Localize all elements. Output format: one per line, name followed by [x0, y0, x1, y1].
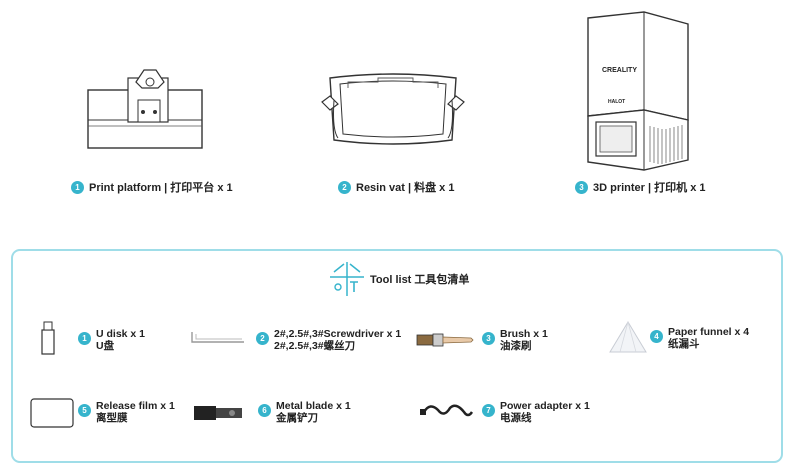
caption-label: Print platform | 打印平台 x 1: [89, 182, 233, 194]
tool-name-en: U disk x 1: [96, 328, 146, 340]
tool-name-cn: U盘: [96, 340, 115, 352]
number-badge: 6: [258, 404, 271, 417]
number-badge: 1: [78, 332, 91, 345]
caption-resin-vat: 2 Resin vat | 料盘 x 1: [338, 179, 454, 195]
paper-funnel-illustration: [609, 321, 647, 353]
number-badge: 2: [256, 332, 269, 345]
number-badge: 5: [78, 404, 91, 417]
tool-name-cn: 金属铲刀: [276, 412, 318, 424]
tool-name-en: Release film x 1: [96, 400, 175, 412]
printer-brand-text: CREALITY: [602, 67, 637, 74]
tool-item-paper-funnel: 4 Paper funnel x 4 纸漏斗: [650, 326, 749, 350]
resin-vat-illustration: [321, 73, 465, 145]
tool-item-u-disk: 1 U disk x 1 U盘: [78, 328, 145, 352]
u-disk-illustration: [41, 321, 55, 355]
3d-printer-illustration: CREALITY HALOT: [587, 11, 689, 171]
release-film-illustration: [30, 398, 74, 428]
caption-label: Resin vat | 料盘 x 1: [356, 182, 455, 194]
print-platform-illustration: [87, 69, 203, 149]
tool-item-brush: 3 Brush x 1 油漆刷: [482, 328, 548, 352]
tool-list-box: [11, 249, 783, 463]
tool-item-release-film: 5 Release film x 1 离型膜: [78, 400, 175, 424]
caption-label: 3D printer | 打印机 x 1: [593, 182, 706, 194]
number-badge: 7: [482, 404, 495, 417]
printer-model-text: HALOT: [608, 99, 625, 105]
tool-item-screwdriver: 2 2#,2.5#,3#Screwdriver x 1 2#,2.5#,3#螺丝…: [256, 328, 401, 352]
tool-name-en: Brush x 1: [500, 328, 548, 340]
screwdriver-illustration: [191, 332, 244, 343]
tool-name-cn: 电源线: [500, 412, 532, 424]
brush-illustration: [416, 333, 474, 347]
tool-name-en: Paper funnel x 4: [668, 326, 750, 338]
tool-name-cn: 离型膜: [96, 412, 128, 424]
number-badge: 3: [575, 180, 588, 194]
number-badge: 2: [338, 180, 351, 194]
number-badge: 3: [482, 332, 495, 345]
tool-name-en: Metal blade x 1: [276, 400, 351, 412]
number-badge: 4: [650, 330, 663, 343]
power-adapter-illustration: [420, 404, 474, 417]
tool-name-en: Power adapter x 1: [500, 400, 590, 412]
caption-3d-printer: 3 3D printer | 打印机 x 1: [575, 179, 706, 195]
tool-name-cn: 油漆刷: [500, 340, 532, 352]
caption-print-platform: 1 Print platform | 打印平台 x 1: [71, 179, 233, 195]
tools-icon: [330, 262, 364, 296]
tool-name-en: 2#,2.5#,3#Screwdriver x 1: [274, 328, 402, 340]
tool-list-title: Tool list 工具包清单: [370, 274, 470, 286]
tool-item-metal-blade: 6 Metal blade x 1 金属铲刀: [258, 400, 351, 424]
number-badge: 1: [71, 180, 84, 194]
tool-name-cn: 纸漏斗: [668, 338, 700, 350]
tool-item-power-adapter: 7 Power adapter x 1 电源线: [482, 400, 590, 424]
metal-blade-illustration: [194, 406, 242, 420]
tool-name-cn: 2#,2.5#,3#螺丝刀: [274, 340, 356, 352]
